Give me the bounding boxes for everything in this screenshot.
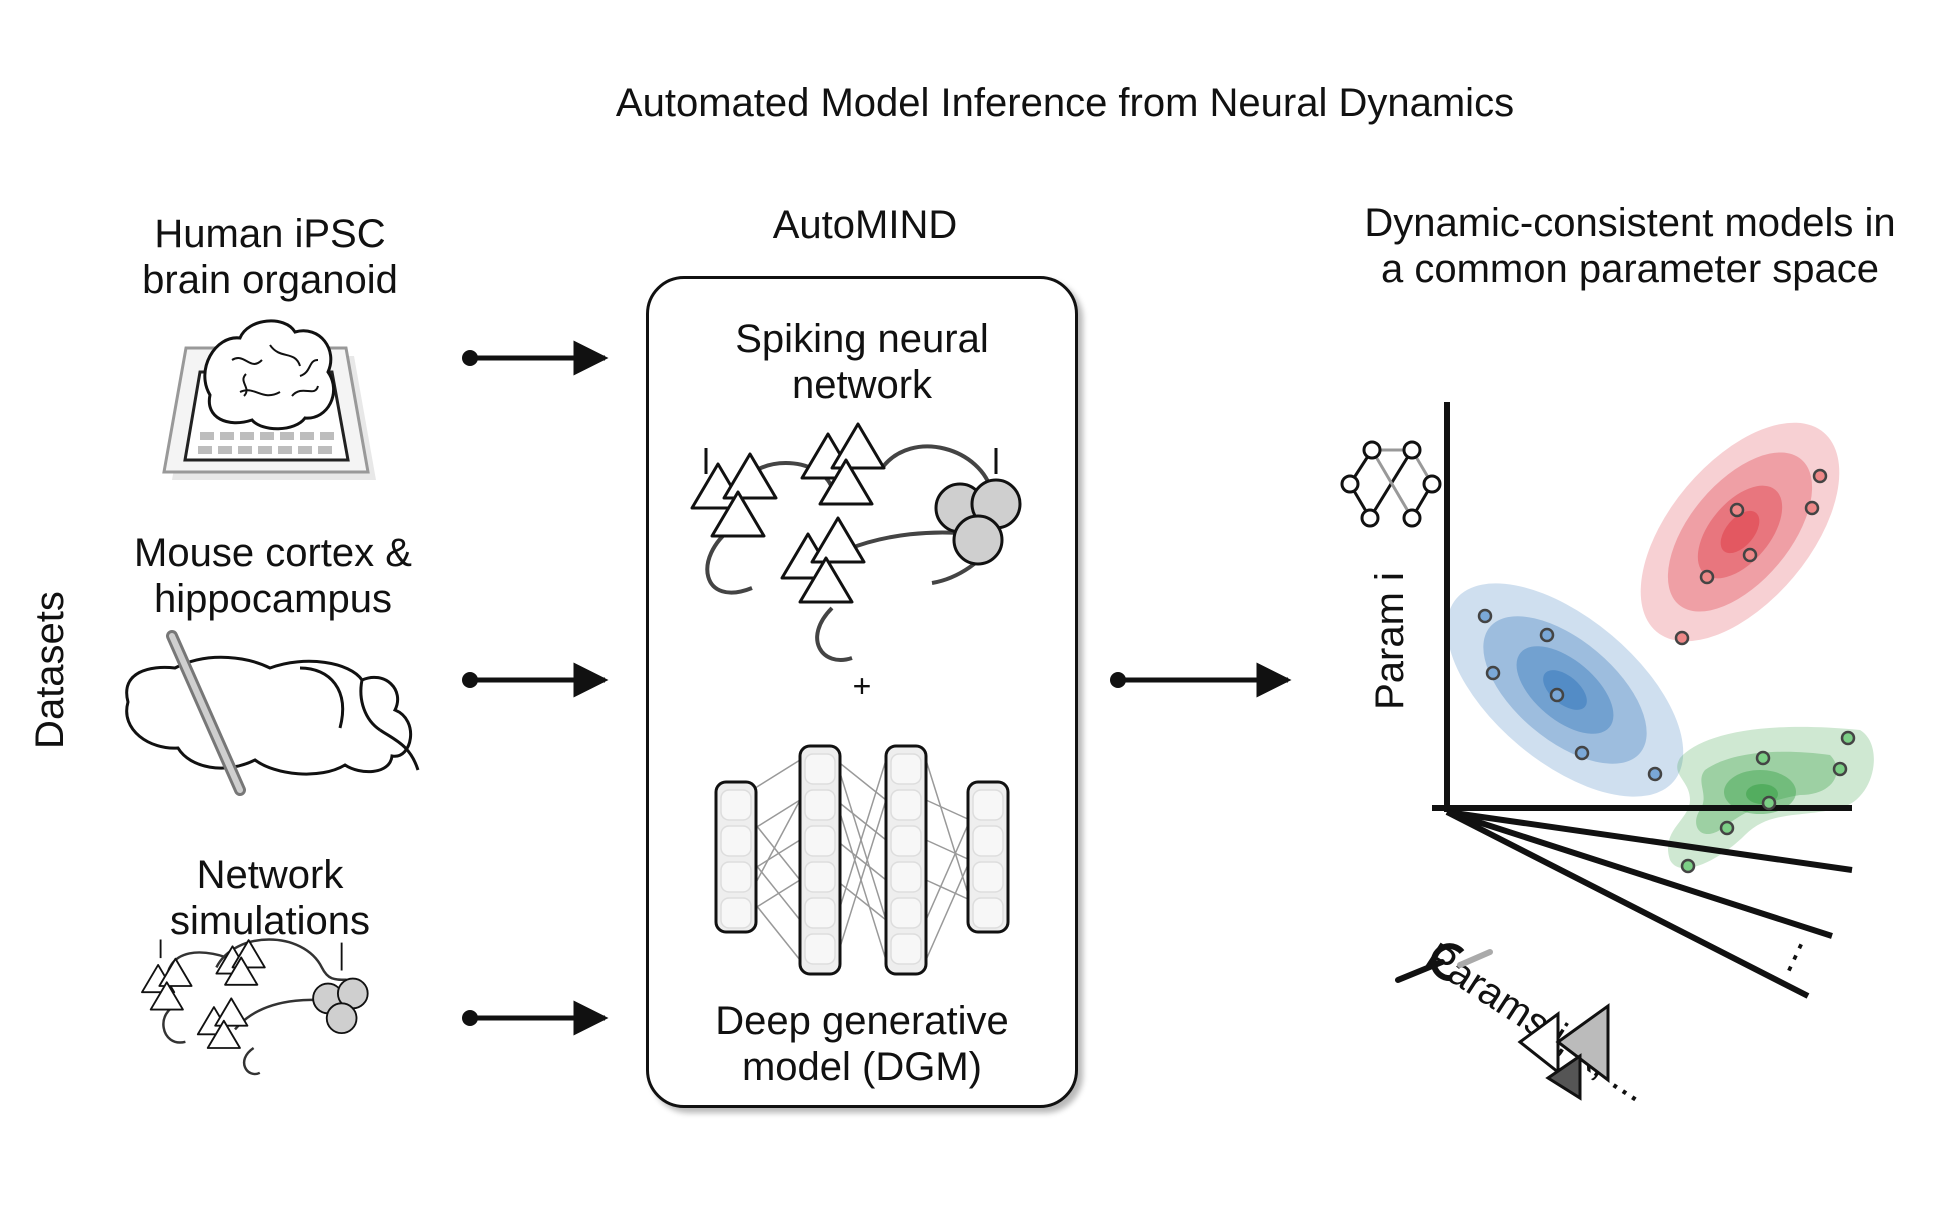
organoid-mea-icon <box>162 319 376 480</box>
axis-ellipsis: ⋮ <box>1771 930 1821 982</box>
neuron-types-icon <box>1517 1003 1610 1101</box>
snn-label: Spiking neural network <box>735 317 989 407</box>
parameter-space-plot: ⋮ <box>1340 402 1874 1101</box>
input-arrows <box>462 340 609 1036</box>
plus-sign: + <box>852 668 872 704</box>
mouse-brain-icon <box>125 630 420 796</box>
output-arrow <box>1110 662 1292 698</box>
connectivity-graph-icon <box>1340 440 1442 528</box>
blue-cluster <box>1446 583 1684 797</box>
snn-icon <box>690 422 1022 662</box>
result-title: Dynamic-consistent models in a common pa… <box>1364 201 1896 291</box>
synapse-icon <box>1395 943 1493 983</box>
simulation-network-icon <box>141 938 369 1076</box>
automind-title: AutoMIND <box>772 203 958 247</box>
red-cluster <box>1640 422 1840 642</box>
dgm-icon <box>714 744 1010 976</box>
automind-box <box>646 276 1078 1108</box>
dataset-label-mouse: Mouse cortex & hippocampus <box>134 531 412 621</box>
dgm-label: Deep generative model (DGM) <box>715 999 1009 1089</box>
dataset-label-organoid: Human iPSC brain organoid <box>142 212 398 302</box>
figure-title: Automated Model Inference from Neural Dy… <box>615 81 1515 125</box>
dataset-label-simulations: Network simulations <box>169 853 371 943</box>
